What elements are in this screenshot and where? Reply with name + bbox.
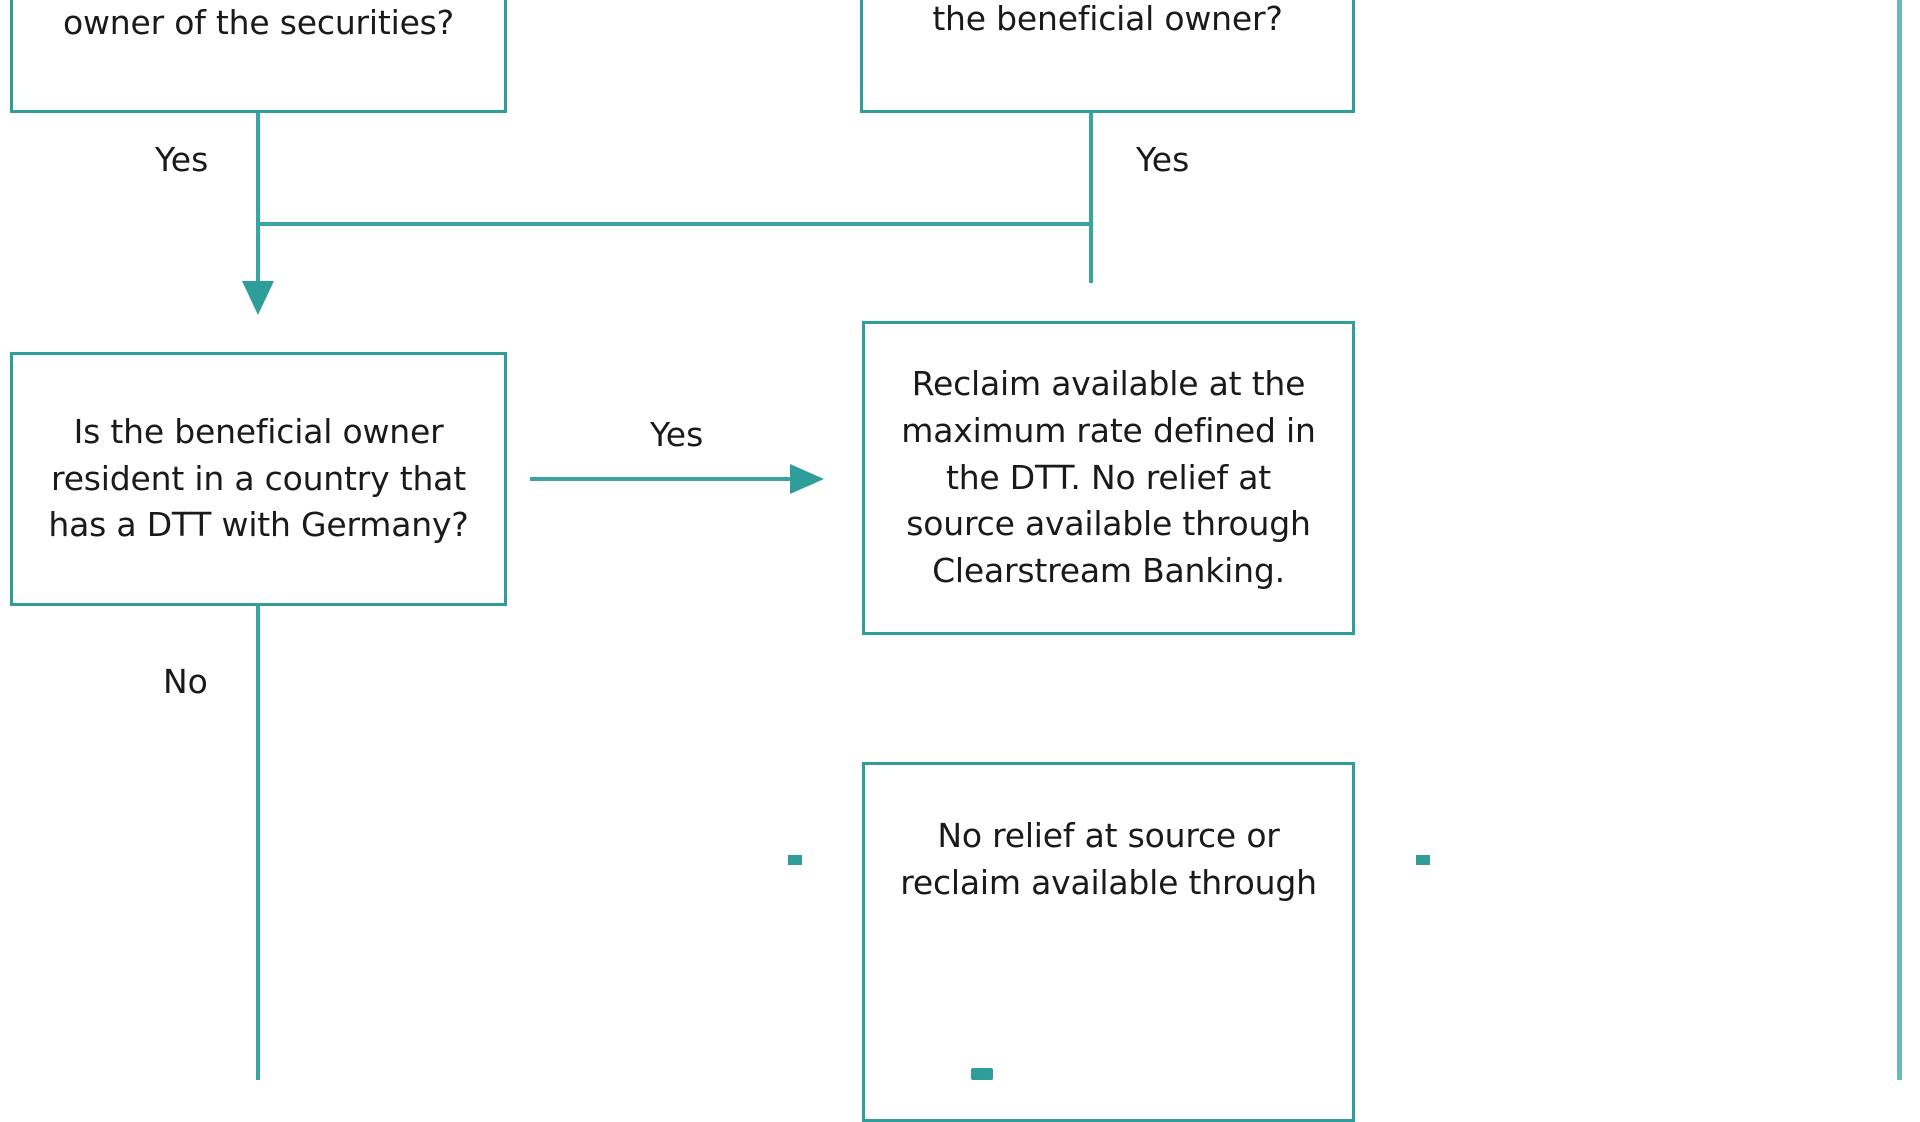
node-reclaim-outcome-text: Reclaim available at the maximum rate de… <box>901 363 1316 591</box>
arrowhead-into-dtt-question <box>242 281 274 315</box>
flowchart-canvas: owner of the securities? the beneficial … <box>10 0 1902 1122</box>
node-top-left-question-text: owner of the securities? <box>62 3 454 42</box>
edge-stub-left-bottom <box>788 855 802 865</box>
edge-line-merge-horizontal <box>256 222 1093 226</box>
edge-line-merge-down <box>256 222 260 286</box>
edge-label-top-left-yes: Yes <box>155 140 209 179</box>
page-margin-rule <box>1897 0 1902 1080</box>
edge-label-top-right-yes: Yes <box>1136 140 1190 179</box>
edge-label-dtt-no: No <box>163 662 208 701</box>
edge-stub-arrowhead-bottom <box>971 1068 993 1080</box>
node-dtt-question-text: Is the beneficial owner resident in a co… <box>48 411 469 545</box>
edge-stub-right-bottom <box>1416 855 1430 865</box>
node-reclaim-outcome: Reclaim available at the maximum rate de… <box>862 321 1355 635</box>
node-no-relief-outcome: No relief at source or reclaim available… <box>862 762 1355 1122</box>
edge-line-top-right-vertical <box>1089 113 1093 283</box>
arrowhead-into-reclaim-outcome <box>790 464 824 494</box>
node-top-right-question-text: the beneficial owner? <box>932 0 1283 38</box>
node-dtt-question: Is the beneficial owner resident in a co… <box>10 352 507 606</box>
edge-label-dtt-yes: Yes <box>650 415 704 454</box>
node-top-left-question: owner of the securities? <box>10 0 507 113</box>
edge-line-top-left-vertical <box>256 113 260 283</box>
edge-line-dtt-no <box>256 606 260 1080</box>
node-no-relief-outcome-text: No relief at source or reclaim available… <box>900 816 1317 902</box>
node-top-right-question: the beneficial owner? <box>860 0 1355 113</box>
edge-line-dtt-yes <box>530 477 790 481</box>
